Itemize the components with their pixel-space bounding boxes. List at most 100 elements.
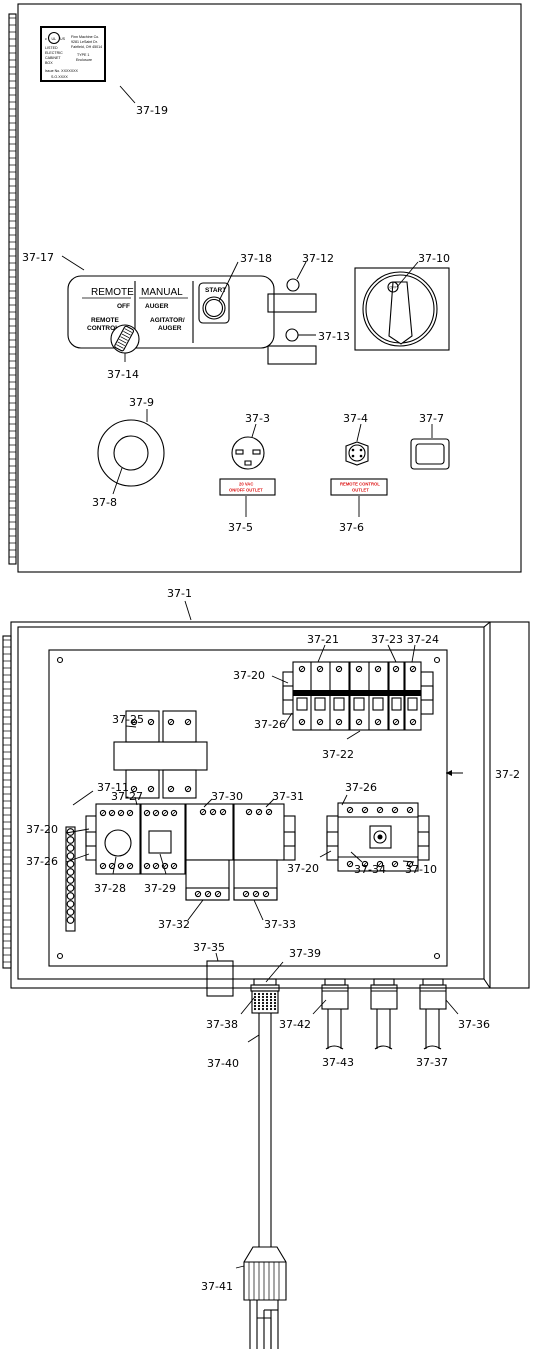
terminal — [66, 868, 75, 876]
start-label: START — [205, 287, 226, 294]
terminal — [66, 876, 75, 884]
callout-37-30: 37-30 — [211, 790, 243, 803]
screw — [298, 665, 306, 673]
ul-code: S.O.XXXX — [51, 75, 68, 79]
ul-text: Fairfield, OH 45014 — [71, 45, 102, 49]
ul-text: CABINET — [45, 56, 61, 60]
screw — [184, 785, 192, 793]
screw — [199, 808, 207, 816]
screw — [170, 862, 178, 870]
circuit-breaker-rail — [282, 661, 434, 731]
screw — [262, 890, 270, 898]
label-off: OFF — [117, 303, 130, 310]
screw — [298, 718, 306, 726]
terminal — [66, 844, 75, 852]
screw — [194, 890, 202, 898]
callout-37-6: 37-6 — [339, 521, 364, 534]
callout-37-27: 37-27 — [111, 790, 143, 803]
terminal — [66, 900, 75, 908]
terminal — [66, 828, 75, 836]
motor-starter-assembly — [85, 803, 296, 901]
callout-37-23: 37-23 — [371, 633, 403, 646]
pilot-light-37-13 — [267, 328, 317, 365]
callout-37-18: 37-18 — [240, 252, 272, 265]
screw — [143, 862, 151, 870]
terminal — [66, 892, 75, 900]
disconnect-handle[interactable]: OFF — [354, 267, 450, 351]
callout-37-24: 37-24 — [407, 633, 439, 646]
callout-37-38: 37-38 — [206, 1018, 238, 1031]
screw — [361, 860, 369, 868]
callout-37-25: 37-25 — [112, 713, 144, 726]
screw — [392, 718, 400, 726]
callout-37-7: 37-7 — [419, 412, 444, 425]
transformer — [113, 710, 208, 799]
start-button[interactable]: START — [198, 282, 230, 324]
strain-relief-connector — [250, 978, 280, 1014]
callout-37-4: 37-4 — [343, 412, 368, 425]
enclosure-body — [2, 621, 530, 989]
callout-37-14: 37-14 — [107, 368, 139, 381]
callout-37-13: 37-13 — [318, 330, 350, 343]
cord-grommet — [97, 419, 165, 487]
callout-37-11: 37-11 — [97, 781, 129, 794]
screw — [152, 809, 160, 817]
screw — [117, 862, 125, 870]
power-cord — [243, 1013, 287, 1349]
screw — [99, 809, 107, 817]
callout-37-26: 37-26 — [26, 855, 58, 868]
screw — [252, 890, 260, 898]
screw — [265, 808, 273, 816]
screw — [374, 665, 382, 673]
ul-text: TYPE 1 — [77, 53, 89, 57]
breaker-37-21 — [292, 661, 350, 731]
callout-37-3: 37-3 — [245, 412, 270, 425]
callout-37-21: 37-21 — [307, 633, 339, 646]
callout-37-33: 37-33 — [264, 918, 296, 931]
outlet-label-text: 20 VAC — [239, 482, 253, 487]
callout-37-2: 37-2 — [495, 768, 520, 781]
remote-control-receptacle — [345, 441, 369, 466]
callout-37-8: 37-8 — [92, 496, 117, 509]
auxiliary-block-37-32 — [185, 859, 230, 901]
label-agitator: AUGER — [158, 325, 182, 332]
screw — [316, 718, 324, 726]
screw — [126, 809, 134, 817]
callout-37-26: 37-26 — [345, 781, 377, 794]
door-hinge — [8, 13, 17, 565]
screw — [170, 809, 178, 817]
conduit-fitting-middle — [370, 978, 398, 1050]
outlet-warning-label: 20 VAC ON/OFF OUTLET — [219, 478, 276, 496]
callout-37-10: 37-10 — [418, 252, 450, 265]
screw — [335, 665, 343, 673]
callout-37-41: 37-41 — [201, 1280, 233, 1293]
label-agitator: AGITATOR/ — [150, 317, 185, 324]
callout-37-42: 37-42 — [279, 1018, 311, 1031]
callout-37-28: 37-28 — [94, 882, 126, 895]
screw — [143, 809, 151, 817]
label-manual: MANUAL — [141, 287, 183, 298]
screw — [167, 785, 175, 793]
callout-37-10: 37-10 — [405, 863, 437, 876]
ul-text: Finn Machine Co. — [71, 35, 99, 39]
screw — [245, 808, 253, 816]
callout-37-1: 37-1 — [167, 587, 192, 600]
selector-switch-plate: REMOTE MANUAL OFF AUGER REMOTE CONTROL A… — [67, 275, 275, 349]
screw — [409, 718, 417, 726]
ul-mark: UL — [52, 37, 57, 41]
screw — [204, 890, 212, 898]
callout-37-34: 37-34 — [354, 863, 386, 876]
callout-37-31: 37-31 — [272, 790, 304, 803]
selector-knob[interactable] — [110, 324, 140, 354]
ul-text: LISTED — [45, 46, 58, 50]
screw — [391, 806, 399, 814]
terminal-strip — [65, 826, 76, 932]
screw — [184, 718, 192, 726]
ul-listing-label: c UL US LISTED ELECTRIC CABINET BOX Finn… — [40, 26, 106, 82]
screw — [391, 860, 399, 868]
breaker-37-24 — [404, 661, 422, 731]
screw — [147, 785, 155, 793]
screw — [335, 718, 343, 726]
screw — [167, 718, 175, 726]
power-outlet — [231, 436, 265, 470]
